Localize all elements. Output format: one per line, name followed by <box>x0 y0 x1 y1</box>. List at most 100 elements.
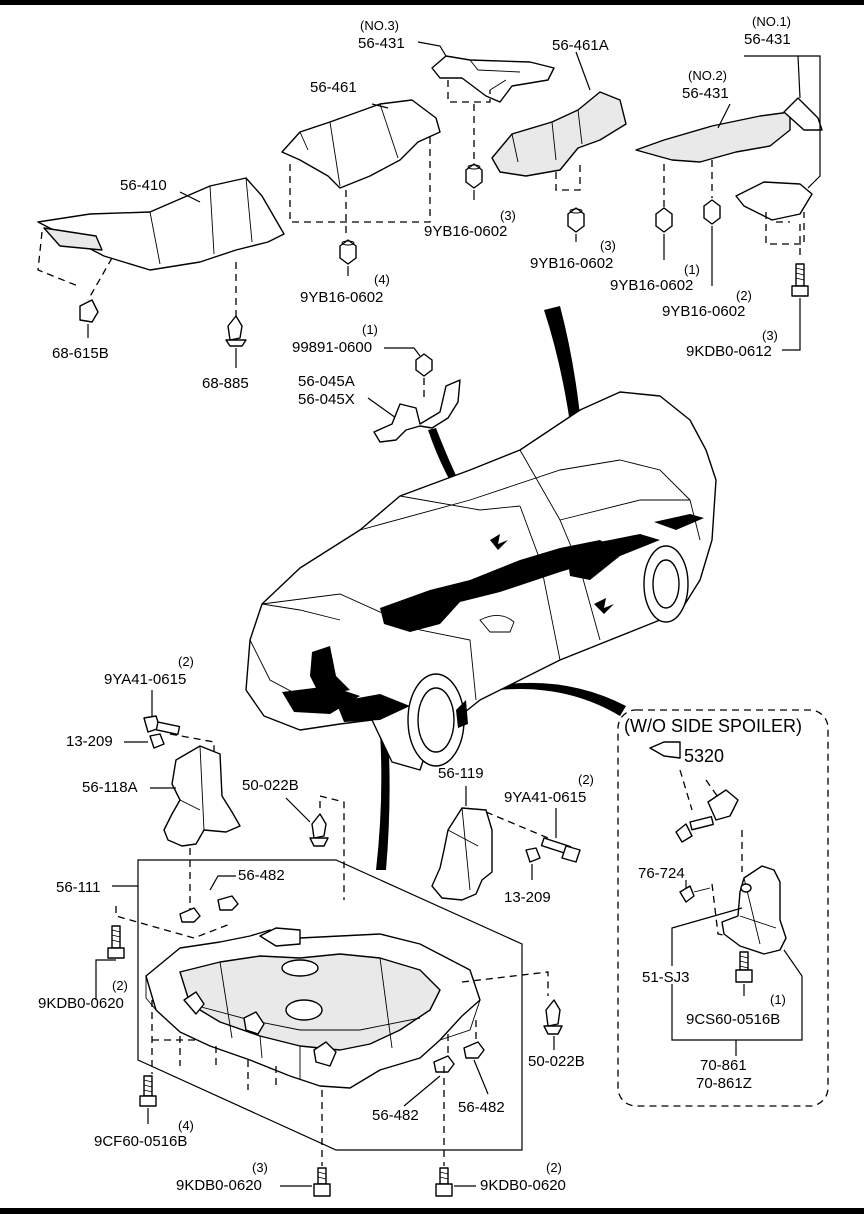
label-13-209-left: 13-209 <box>66 733 113 750</box>
insulator-56-461a <box>491 91 627 177</box>
mudflap-51-sj3 <box>721 865 787 955</box>
label-nut-a-qty: (3) <box>500 208 516 223</box>
label-9cf-qty: (4) <box>178 1118 194 1133</box>
mudguard-56-119 <box>431 807 493 901</box>
label-9ya-right-qty: (2) <box>578 772 594 787</box>
inset-ref-5320: 5320 <box>684 746 724 766</box>
nut-icon <box>415 353 433 377</box>
label-nut-b-qty: (3) <box>600 238 616 253</box>
label-50-022b-top: 50-022B <box>242 777 299 794</box>
vehicle-illustration <box>245 391 717 771</box>
label-56-119: 56-119 <box>438 765 484 782</box>
bolt-icon <box>540 837 581 863</box>
label-nut-c-qty: (4) <box>374 272 390 287</box>
bolt-icon <box>107 925 125 959</box>
label-68-885: 68-885 <box>202 375 249 392</box>
label-56-431-no2-tag: (NO.2) <box>688 68 727 83</box>
inset-label-9cs: 9CS60-0516B <box>686 1011 780 1028</box>
label-56-045a: 56-045A <box>298 373 355 390</box>
mudguard-56-118a <box>163 745 241 847</box>
washer-icon <box>525 847 541 863</box>
label-50-022b-right: 50-022B <box>528 1053 585 1070</box>
inset-label-51-sj3: 51-SJ3 <box>642 969 690 986</box>
washer-icon <box>740 883 752 893</box>
bolt-icon <box>313 1167 331 1197</box>
inset-label-70-861: 70-861 <box>700 1057 747 1074</box>
screw-icon <box>679 885 711 903</box>
label-9ya-left-qty: (2) <box>178 654 194 669</box>
clip-icon <box>309 813 329 847</box>
label-9kdb-left: 9KDB0-0620 <box>38 995 124 1012</box>
label-56-111: 56-111 <box>56 879 100 896</box>
label-nut-a: 9YB16-0602 <box>424 223 507 240</box>
insulator-56-410 <box>37 177 285 271</box>
pointer-arrow <box>428 428 496 542</box>
clip-icon <box>433 1041 485 1073</box>
label-nut-e: 9YB16-0602 <box>662 303 745 320</box>
label-56-482-bl: 56-482 <box>372 1107 419 1124</box>
undercover-bracket-frame <box>137 859 523 1151</box>
label-nut-d-qty: (1) <box>684 262 700 277</box>
label-nut-b: 9YB16-0602 <box>530 255 613 272</box>
label-68-615b: 68-615B <box>52 345 109 362</box>
clip-icon <box>79 299 99 323</box>
bolt-icon <box>139 1075 157 1107</box>
insulator-56-431-no1 <box>735 97 823 221</box>
label-56-482-top: 56-482 <box>238 867 285 884</box>
clip-icon <box>225 315 247 347</box>
label-13-209-right: 13-209 <box>504 889 551 906</box>
label-9kdb-left-qty: (2) <box>112 978 128 993</box>
label-56-482-br: 56-482 <box>458 1099 505 1116</box>
label-99891: 99891-0600 <box>292 339 372 356</box>
inset-title: (W/O SIDE SPOILER) <box>624 716 802 736</box>
nut-icon <box>339 239 357 265</box>
label-9ya-right: 9YA41-0615 <box>504 789 586 806</box>
label-bolt-top: 9KDB0-0612 <box>686 343 772 360</box>
bottom-rule <box>0 1208 864 1214</box>
label-56-461a: 56-461A <box>552 37 609 54</box>
top-rule <box>0 0 864 5</box>
inset-frame <box>617 709 829 1107</box>
bolt-icon <box>143 715 181 736</box>
label-56-461: 56-461 <box>310 79 357 96</box>
label-9kdb-bl-qty: (3) <box>252 1160 268 1175</box>
screw-icon <box>675 815 714 843</box>
cross-reference-icon <box>649 741 681 759</box>
inset-label-9cs-qty: (1) <box>770 992 786 1007</box>
insulator-56-461 <box>281 99 441 189</box>
bolt-icon <box>435 1167 453 1197</box>
clip-icon <box>543 999 563 1035</box>
pointer-arrow <box>376 732 390 870</box>
inset-label-70-861z: 70-861Z <box>696 1075 752 1092</box>
screw-icon <box>735 951 753 983</box>
bolt-icon <box>791 263 809 297</box>
label-56-431-no2: 56-431 <box>682 85 729 102</box>
washer-icon <box>149 733 165 749</box>
nut-icon <box>465 163 483 189</box>
undercover-56-111 <box>145 927 481 1089</box>
insulator-56-431-no2 <box>635 111 791 163</box>
clip-icon <box>179 895 239 923</box>
label-56-431-no1-tag: (NO.1) <box>752 14 791 29</box>
label-56-118a: 56-118A <box>82 779 138 796</box>
label-56-410: 56-410 <box>120 177 167 194</box>
nut-icon <box>703 199 721 225</box>
label-nut-c: 9YB16-0602 <box>300 289 383 306</box>
clip-icon <box>707 789 739 821</box>
nut-icon <box>567 207 585 233</box>
label-9kdb-bl: 9KDB0-0620 <box>176 1177 262 1194</box>
label-nut-e-qty: (2) <box>736 288 752 303</box>
label-9ya-left: 9YA41-0615 <box>104 671 186 688</box>
label-9kdb-br-qty: (2) <box>546 1160 562 1175</box>
label-56-431-no3-tag: (NO.3) <box>360 18 399 33</box>
bracket-56-045 <box>373 379 461 443</box>
nut-icon <box>655 207 673 233</box>
label-99891-qty: (1) <box>362 322 378 337</box>
label-bolt-top-qty: (3) <box>762 328 778 343</box>
label-9cf: 9CF60-0516B <box>94 1133 187 1150</box>
label-56-431-no3: 56-431 <box>358 35 405 52</box>
label-56-045x: 56-045X <box>298 391 355 408</box>
inset-label-76-724: 76-724 <box>638 865 685 882</box>
label-9kdb-br: 9KDB0-0620 <box>480 1177 566 1194</box>
